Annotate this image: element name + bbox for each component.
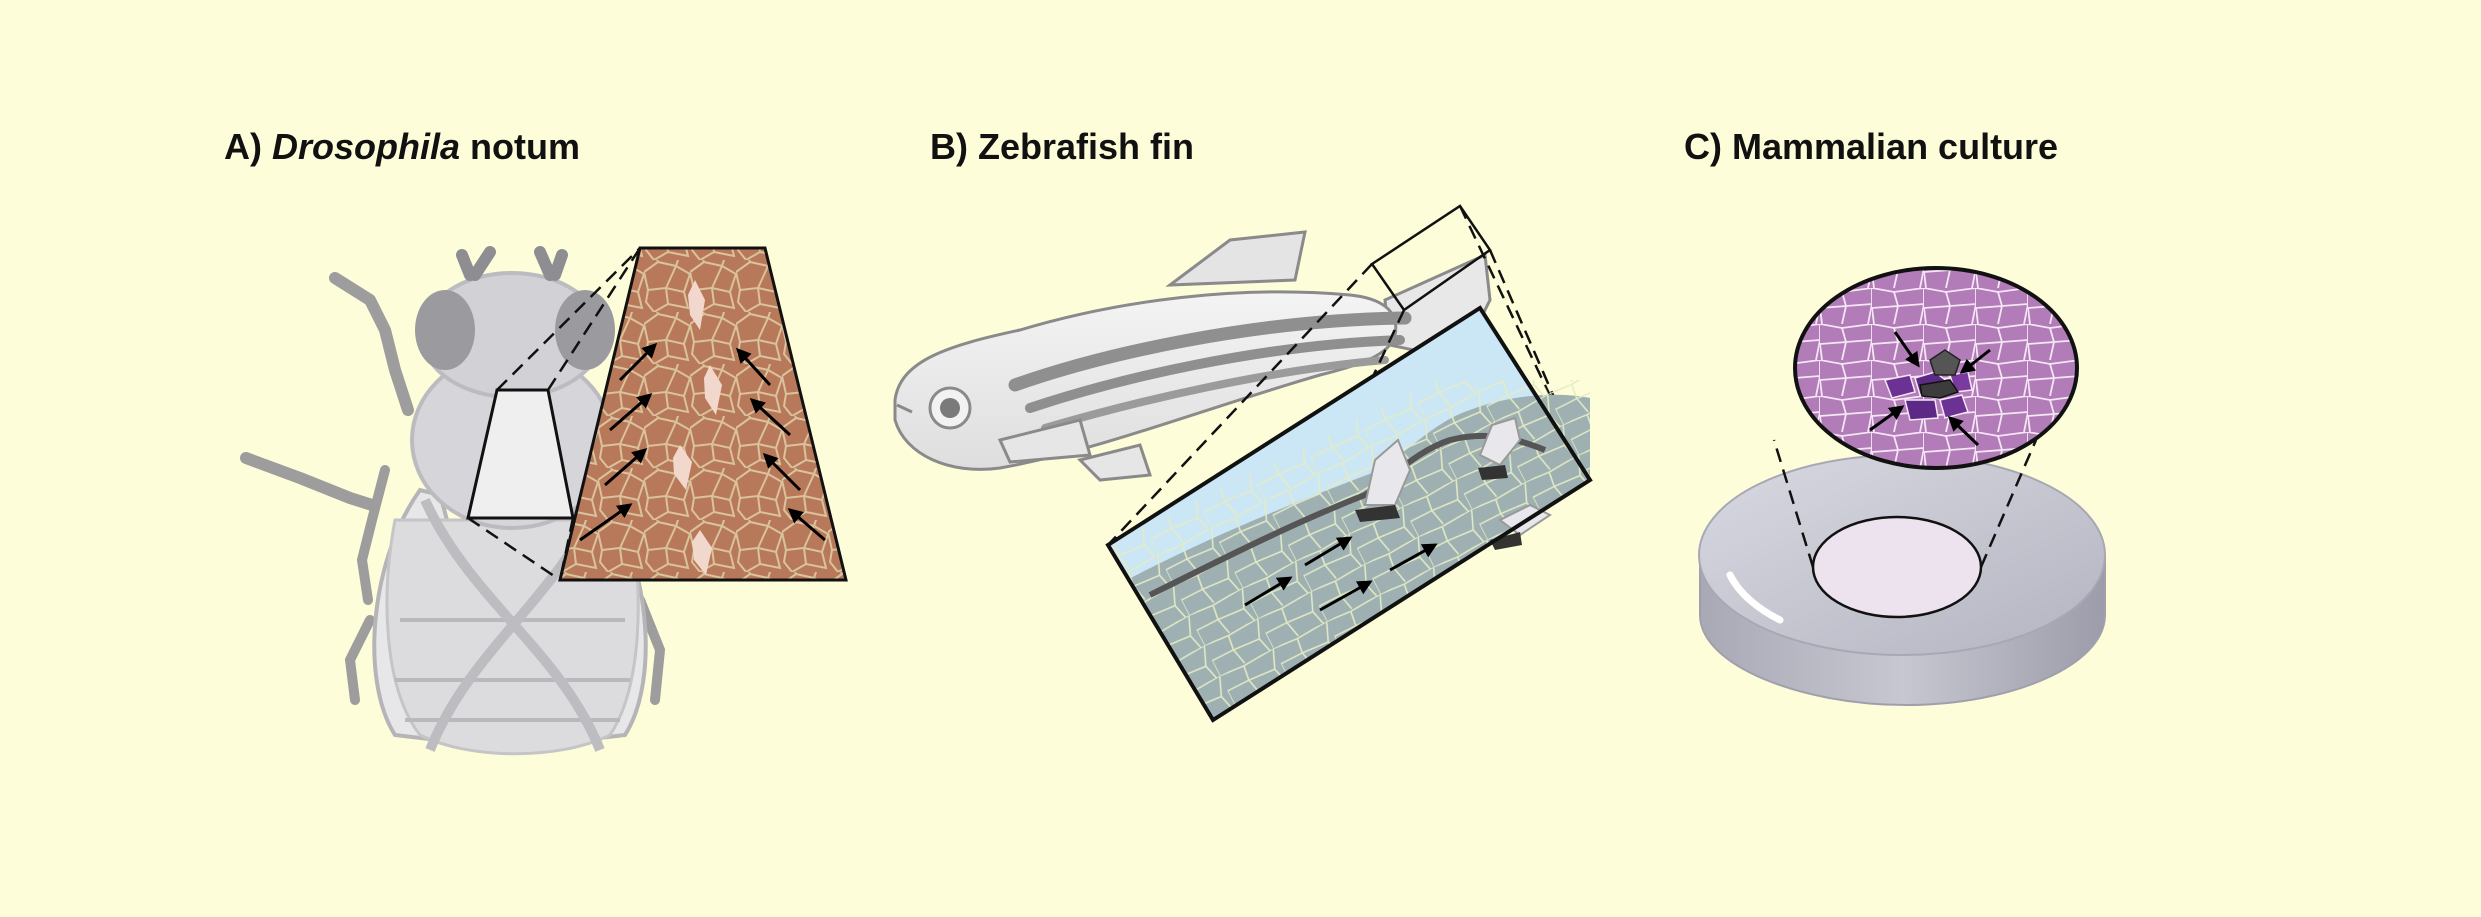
migration-arrow-icon: [1304, 536, 1353, 567]
migration-arrow-icon: [1869, 405, 1905, 432]
petri-dish-icon: [1698, 454, 2106, 707]
panel-c-title: C) Mammalian culture: [1684, 126, 2059, 167]
migration-arrow-icon: [1244, 576, 1293, 607]
fin-tissue-zoom: [1105, 305, 1593, 723]
culture-well: [1811, 515, 1983, 619]
migration-arrow-icon: [1959, 348, 1991, 374]
migration-arrow-icon: [787, 508, 826, 542]
migration-arrow-icon: [579, 503, 633, 542]
migration-arrow-icon: [749, 397, 792, 437]
migration-arrow-icon: [762, 452, 802, 492]
migration-arrow-icon: [1319, 580, 1373, 612]
zoom-lines-a: [467, 247, 642, 582]
panel-a-title: A) Drosophila notum: [224, 126, 580, 167]
migration-arrow-icon: [735, 347, 772, 387]
culture-tissue-zoom: [1793, 266, 2079, 470]
migration-arrow-icon: [1893, 331, 1920, 368]
migration-arrow-icon: [618, 342, 658, 382]
panel-b-title: B) Zebrafish fin: [930, 126, 1195, 167]
migration-arrow-icon: [604, 448, 648, 487]
extruding-cell: [1929, 349, 1961, 376]
migration-arrow-icon: [609, 393, 653, 432]
migration-arrow-icon: [1947, 415, 1980, 447]
zoom-lines-c: [1772, 439, 2038, 568]
migration-arrow-icon: [1389, 543, 1438, 572]
